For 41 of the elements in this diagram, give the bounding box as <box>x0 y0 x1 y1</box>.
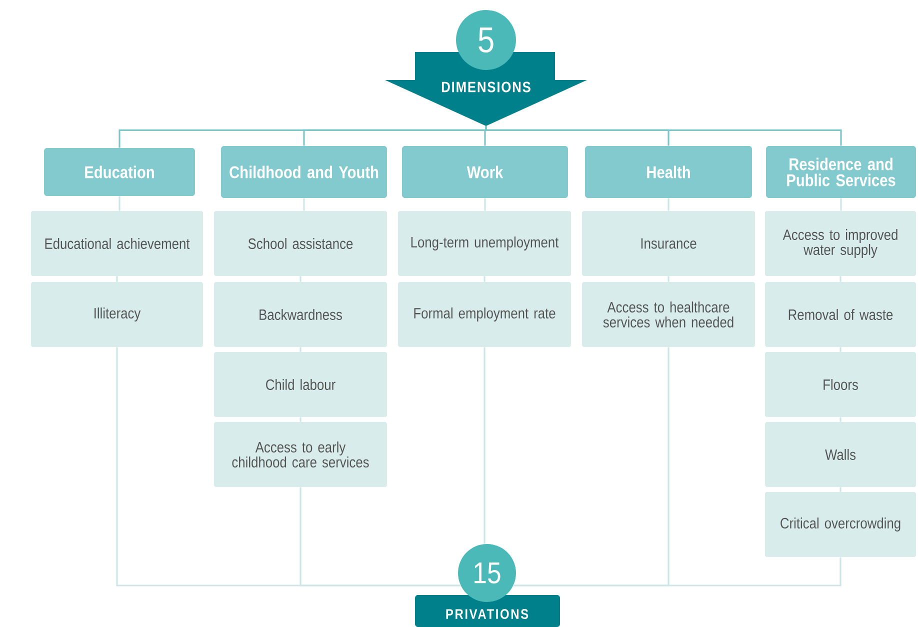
privation-box: School assistance <box>214 211 387 276</box>
connector-line <box>840 276 842 282</box>
connector-line <box>303 198 305 211</box>
privation-box: Critical overcrowding <box>765 492 916 557</box>
privation-box: Child labour <box>214 352 387 417</box>
privation-box: Access to healthcare services when needed <box>582 282 755 347</box>
connector-line <box>485 126 842 146</box>
connector-line <box>118 196 120 211</box>
connector-line <box>484 347 486 544</box>
connector-line <box>300 347 302 352</box>
privation-box: Insurance <box>582 211 755 276</box>
connector-line <box>668 276 670 282</box>
dimension-box: Work <box>402 146 568 198</box>
privation-box: Backwardness <box>214 282 387 347</box>
privations-banner: PRIVATIONS <box>415 595 560 627</box>
connector-line <box>300 276 302 282</box>
privation-box: Walls <box>765 422 916 487</box>
privation-box: Long-term unemployment <box>398 211 571 276</box>
connector-line <box>840 347 842 352</box>
connector-line <box>840 417 842 422</box>
connector-line <box>116 276 118 282</box>
connector-line <box>513 557 842 586</box>
connector-line <box>840 198 842 211</box>
privation-box: Illiteracy <box>31 282 203 347</box>
privation-box: Formal employment rate <box>398 282 571 347</box>
privation-box: Access to improved water supply <box>765 211 916 276</box>
arrow-label: DIMENSIONS <box>442 82 530 92</box>
dimension-box: Education <box>44 148 195 196</box>
privation-box: Access to early childhood care services <box>214 422 387 487</box>
connector-line <box>668 198 670 211</box>
privation-box: Removal of waste <box>765 282 916 347</box>
privation-box: Educational achievement <box>31 211 203 276</box>
dimension-box: Childhood and Youth <box>221 146 387 198</box>
connector-line <box>484 198 486 211</box>
dimension-box: Residence and Public Services <box>766 146 916 198</box>
privation-box: Floors <box>765 352 916 417</box>
connector-line <box>300 487 461 586</box>
dimension-box: Health <box>585 146 752 198</box>
connector-line <box>484 276 486 282</box>
connector-line <box>840 487 842 492</box>
connector-line <box>300 417 302 422</box>
